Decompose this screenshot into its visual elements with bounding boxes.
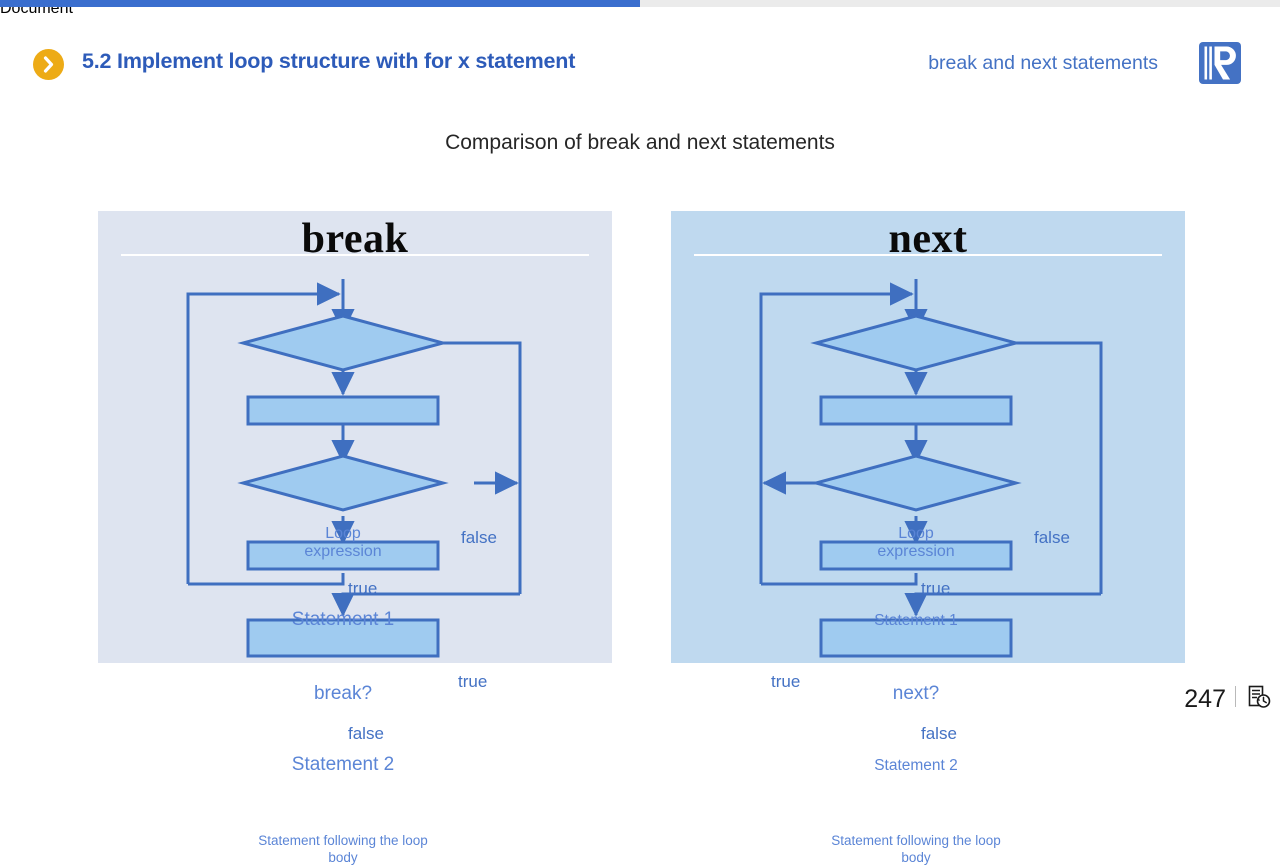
node-statement-2: Statement 2	[874, 757, 958, 774]
flowchart-break-svg	[186, 279, 522, 658]
node-statement-following-loop: Statement following the loop body	[258, 833, 428, 865]
flowchart-panel-break: break	[98, 211, 612, 865]
page-title: 5.2 Implement loop structure with for x …	[82, 49, 576, 73]
footer-divider	[1235, 686, 1236, 707]
node-decision-break: break?	[313, 683, 373, 704]
edge-label-loop-false: false	[1034, 528, 1070, 547]
edge-label-decision-false: false	[348, 724, 384, 743]
r-logo-icon	[1197, 40, 1243, 86]
slide-header: 5.2 Implement loop structure with for x …	[0, 7, 1280, 90]
node-decision-next: next?	[892, 683, 940, 704]
panel-divider	[121, 254, 589, 256]
edge-label-decision-true: true	[771, 672, 801, 691]
node-statement-following-loop: Statement following the loop body	[831, 833, 1001, 865]
flowchart-next-svg	[759, 279, 1103, 658]
flowchart-panel-next: next	[671, 211, 1185, 865]
edge-label-decision-true: true	[458, 672, 488, 691]
header-topic-label: break and next statements	[928, 52, 1158, 74]
edge-label-loop-true: true	[348, 579, 378, 598]
panel-divider	[694, 254, 1162, 256]
chevron-right-circle-icon	[33, 49, 64, 80]
slide-progress-fill	[0, 0, 640, 7]
edge-label-loop-true: true	[921, 579, 951, 598]
slide-progress-bar	[0, 0, 1280, 7]
page-number: 247	[1184, 685, 1226, 713]
node-statement-2: Statement 2	[291, 754, 395, 775]
edge-label-decision-false: false	[921, 724, 957, 743]
edge-label-loop-false: false	[461, 528, 497, 547]
slide-subtitle: Comparison of break and next statements	[445, 131, 835, 154]
document-history-icon[interactable]	[1246, 684, 1272, 710]
